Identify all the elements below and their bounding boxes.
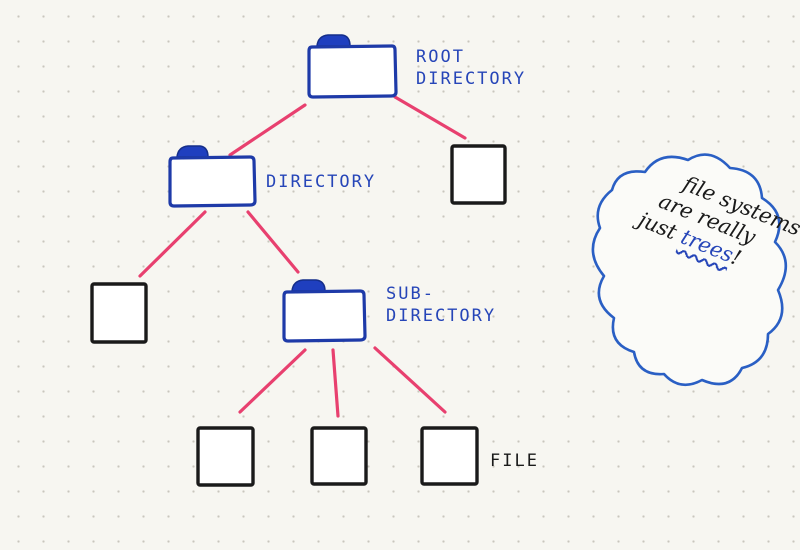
edge-directory-to-file <box>138 210 207 278</box>
edge-root-to-directory <box>228 103 307 157</box>
file-label: FILE <box>490 451 539 471</box>
folder-icon <box>168 145 257 208</box>
sub-label-line1: SUB- <box>386 284 435 304</box>
folder-icon <box>282 279 367 343</box>
tree-edges <box>138 95 467 418</box>
edge-subdirectory-to-file-1 <box>238 348 307 414</box>
root-label-line1: ROOT <box>416 47 465 67</box>
subdirectory-label: SUB- DIRECTORY <box>386 283 496 327</box>
sub-label-line2: DIRECTORY <box>386 306 497 326</box>
thought-cloud <box>591 153 788 387</box>
edge-directory-to-subdirectory <box>246 210 300 274</box>
directory-label: DIRECTORY <box>266 172 377 192</box>
file-box-icon <box>310 426 368 486</box>
file-box-icon <box>90 282 148 344</box>
edge-subdirectory-to-file-2 <box>331 348 340 418</box>
root-directory-label: ROOT DIRECTORY <box>416 46 526 90</box>
file-box-icon <box>450 144 507 205</box>
root-label-line2: DIRECTORY <box>416 69 527 89</box>
file-box-icon <box>420 426 479 486</box>
folder-icon <box>307 34 398 99</box>
file-box-icon <box>196 426 255 487</box>
edge-root-to-file <box>393 95 467 140</box>
edge-subdirectory-to-file-3 <box>373 346 447 414</box>
